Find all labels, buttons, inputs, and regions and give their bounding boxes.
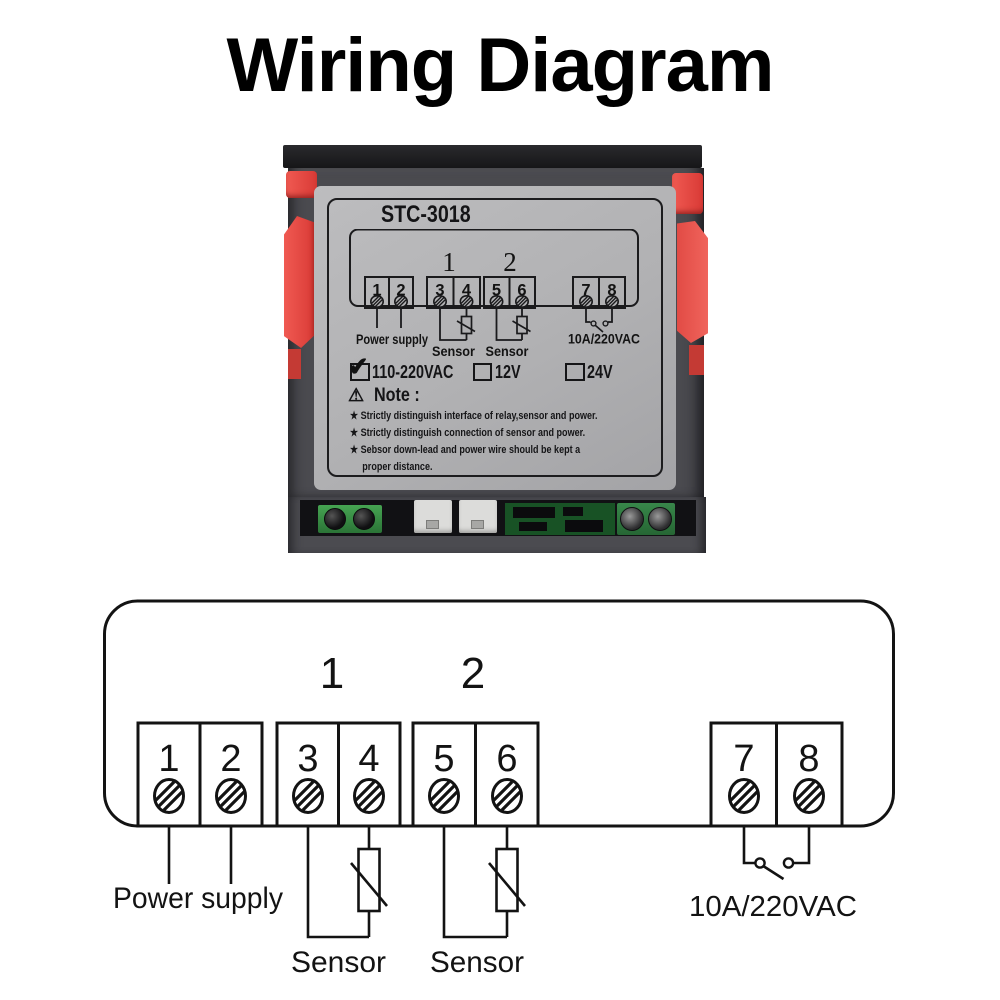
wiring-schematic: 1 2 1 2 3 4 5 6 7 8 xyxy=(103,599,895,979)
device-bottom xyxy=(288,497,706,553)
note-title: Note : xyxy=(374,385,420,406)
note-line: ★ Strictly distinguish connection of sen… xyxy=(350,427,586,439)
power-supply-wires xyxy=(167,826,233,884)
terminal-number: 2 xyxy=(220,738,241,780)
terminal-number: 6 xyxy=(496,738,517,780)
mini-circuit-2-label: 2 xyxy=(503,247,517,277)
mini-power-supply-label: Power supply xyxy=(356,332,428,347)
relay-contact-icon xyxy=(742,826,811,881)
note-line: proper distance. xyxy=(362,461,433,473)
circuit-2-label: 2 xyxy=(461,649,485,698)
terminal-block-3-4 xyxy=(275,721,402,828)
voltage-checkbox-110-220vac: ✔ xyxy=(347,352,370,382)
terminal-number: 1 xyxy=(158,738,179,780)
sensor-thermistor-icon xyxy=(350,847,388,913)
terminal-block-5-6 xyxy=(411,721,540,828)
mini-terminal-number: 2 xyxy=(396,282,405,300)
mount-clip-left-lower xyxy=(288,349,301,379)
terminal-screw-icon xyxy=(324,508,346,530)
terminal-number: 4 xyxy=(358,738,379,780)
sensor-thermistor-icon xyxy=(488,847,526,913)
mini-terminal-block-3-4 xyxy=(426,276,481,309)
note-line: ★ Strictly distinguish interface of rela… xyxy=(350,410,598,422)
sensor-2-wires xyxy=(442,826,509,939)
device-photo: STC-3018 1 2 xyxy=(283,145,708,555)
sensor-label: Sensor xyxy=(430,946,524,979)
sensor-1-wires xyxy=(306,826,371,939)
pcb-component xyxy=(513,507,555,518)
circuit-1-label: 1 xyxy=(320,649,344,698)
mini-terminal-block-5-6 xyxy=(483,276,536,309)
terminal-block-1-2 xyxy=(136,721,264,828)
mini-terminal-number: 1 xyxy=(372,282,381,300)
mini-relay-contact-icon xyxy=(590,320,609,333)
mini-terminal-number: 3 xyxy=(435,282,444,300)
mount-clip-right xyxy=(677,221,708,343)
terminal-recess xyxy=(300,500,696,536)
mini-wires xyxy=(376,308,613,341)
voltage-checkbox-24v xyxy=(565,363,585,381)
model-number: STC-3018 xyxy=(381,201,471,228)
mini-terminal-number: 4 xyxy=(462,282,472,300)
terminal-number: 8 xyxy=(798,738,819,780)
note-header: ⚠ Note : xyxy=(314,385,676,407)
mini-terminal-number: 7 xyxy=(581,282,590,300)
device-top-bar xyxy=(283,145,702,168)
relay-rating-label: 10A/220VAC xyxy=(689,891,857,923)
mini-sensor-thermistor-icon xyxy=(512,315,531,335)
terminal-screw-icon xyxy=(353,508,375,530)
sensor-connector xyxy=(459,500,497,533)
terminal-numbers: 1 2 3 4 5 6 7 8 xyxy=(158,738,819,780)
sensor-connector xyxy=(414,500,452,533)
mount-clip-left-top xyxy=(286,171,317,198)
pcb-component xyxy=(563,507,583,516)
mini-sensor-label: Sensor xyxy=(432,343,475,359)
page-title: Wiring Diagram xyxy=(226,23,775,108)
device-label: STC-3018 1 2 xyxy=(314,186,676,490)
terminal-number: 3 xyxy=(297,738,318,780)
mini-terminal-block-1-2 xyxy=(364,276,414,309)
voltage-checkbox-12v xyxy=(473,363,492,381)
pcb-component xyxy=(565,520,603,532)
terminal-block-right xyxy=(617,503,675,535)
terminal-block-left xyxy=(318,505,382,533)
mini-relay-rating-label: 10A/220VAC xyxy=(568,332,640,347)
mount-clip-right-top xyxy=(672,173,703,214)
mini-terminal-number: 6 xyxy=(517,282,526,300)
connector-latch xyxy=(426,520,439,529)
note-line: ★ Sebsor down-lead and power wire should… xyxy=(350,444,581,456)
terminal-screw-icon xyxy=(648,507,672,531)
mount-clip-right-lower xyxy=(689,345,704,375)
power-supply-label: Power supply xyxy=(113,882,283,915)
mini-sensor-label: Sensor xyxy=(486,343,529,359)
pcb-component xyxy=(519,522,547,531)
terminal-number: 7 xyxy=(733,738,754,780)
terminal-number: 5 xyxy=(433,738,454,780)
check-icon: ✔ xyxy=(347,352,370,382)
voltage-option-label: 24V xyxy=(587,362,613,382)
voltage-option-label: 110-220VAC xyxy=(372,362,454,382)
mount-clip-left xyxy=(284,216,315,348)
mini-wiring-diagram: 1 2 1 2 3 4 5 xyxy=(349,229,640,359)
sensor-label: Sensor xyxy=(291,946,386,979)
voltage-options-row: ✔ 110-220VAC 12V 24V xyxy=(314,352,676,383)
mini-terminal-number: 8 xyxy=(607,282,616,300)
mini-circuit-1-label: 1 xyxy=(442,247,456,277)
connector-latch xyxy=(471,520,484,529)
mini-terminal-block-7-8 xyxy=(572,276,626,309)
circuit-board xyxy=(505,503,615,535)
mini-terminal-number: 5 xyxy=(492,282,501,300)
note-list: ★ Strictly distinguish interface of rela… xyxy=(350,408,670,476)
warning-icon: ⚠ xyxy=(348,385,365,405)
terminal-block-7-8 xyxy=(709,721,844,828)
voltage-option-label: 12V xyxy=(495,362,521,382)
mini-sensor-thermistor-icon xyxy=(456,315,476,335)
terminal-screw-icon xyxy=(620,507,644,531)
mini-terminal-numbers: 1 2 3 4 5 6 7 8 xyxy=(372,282,616,300)
